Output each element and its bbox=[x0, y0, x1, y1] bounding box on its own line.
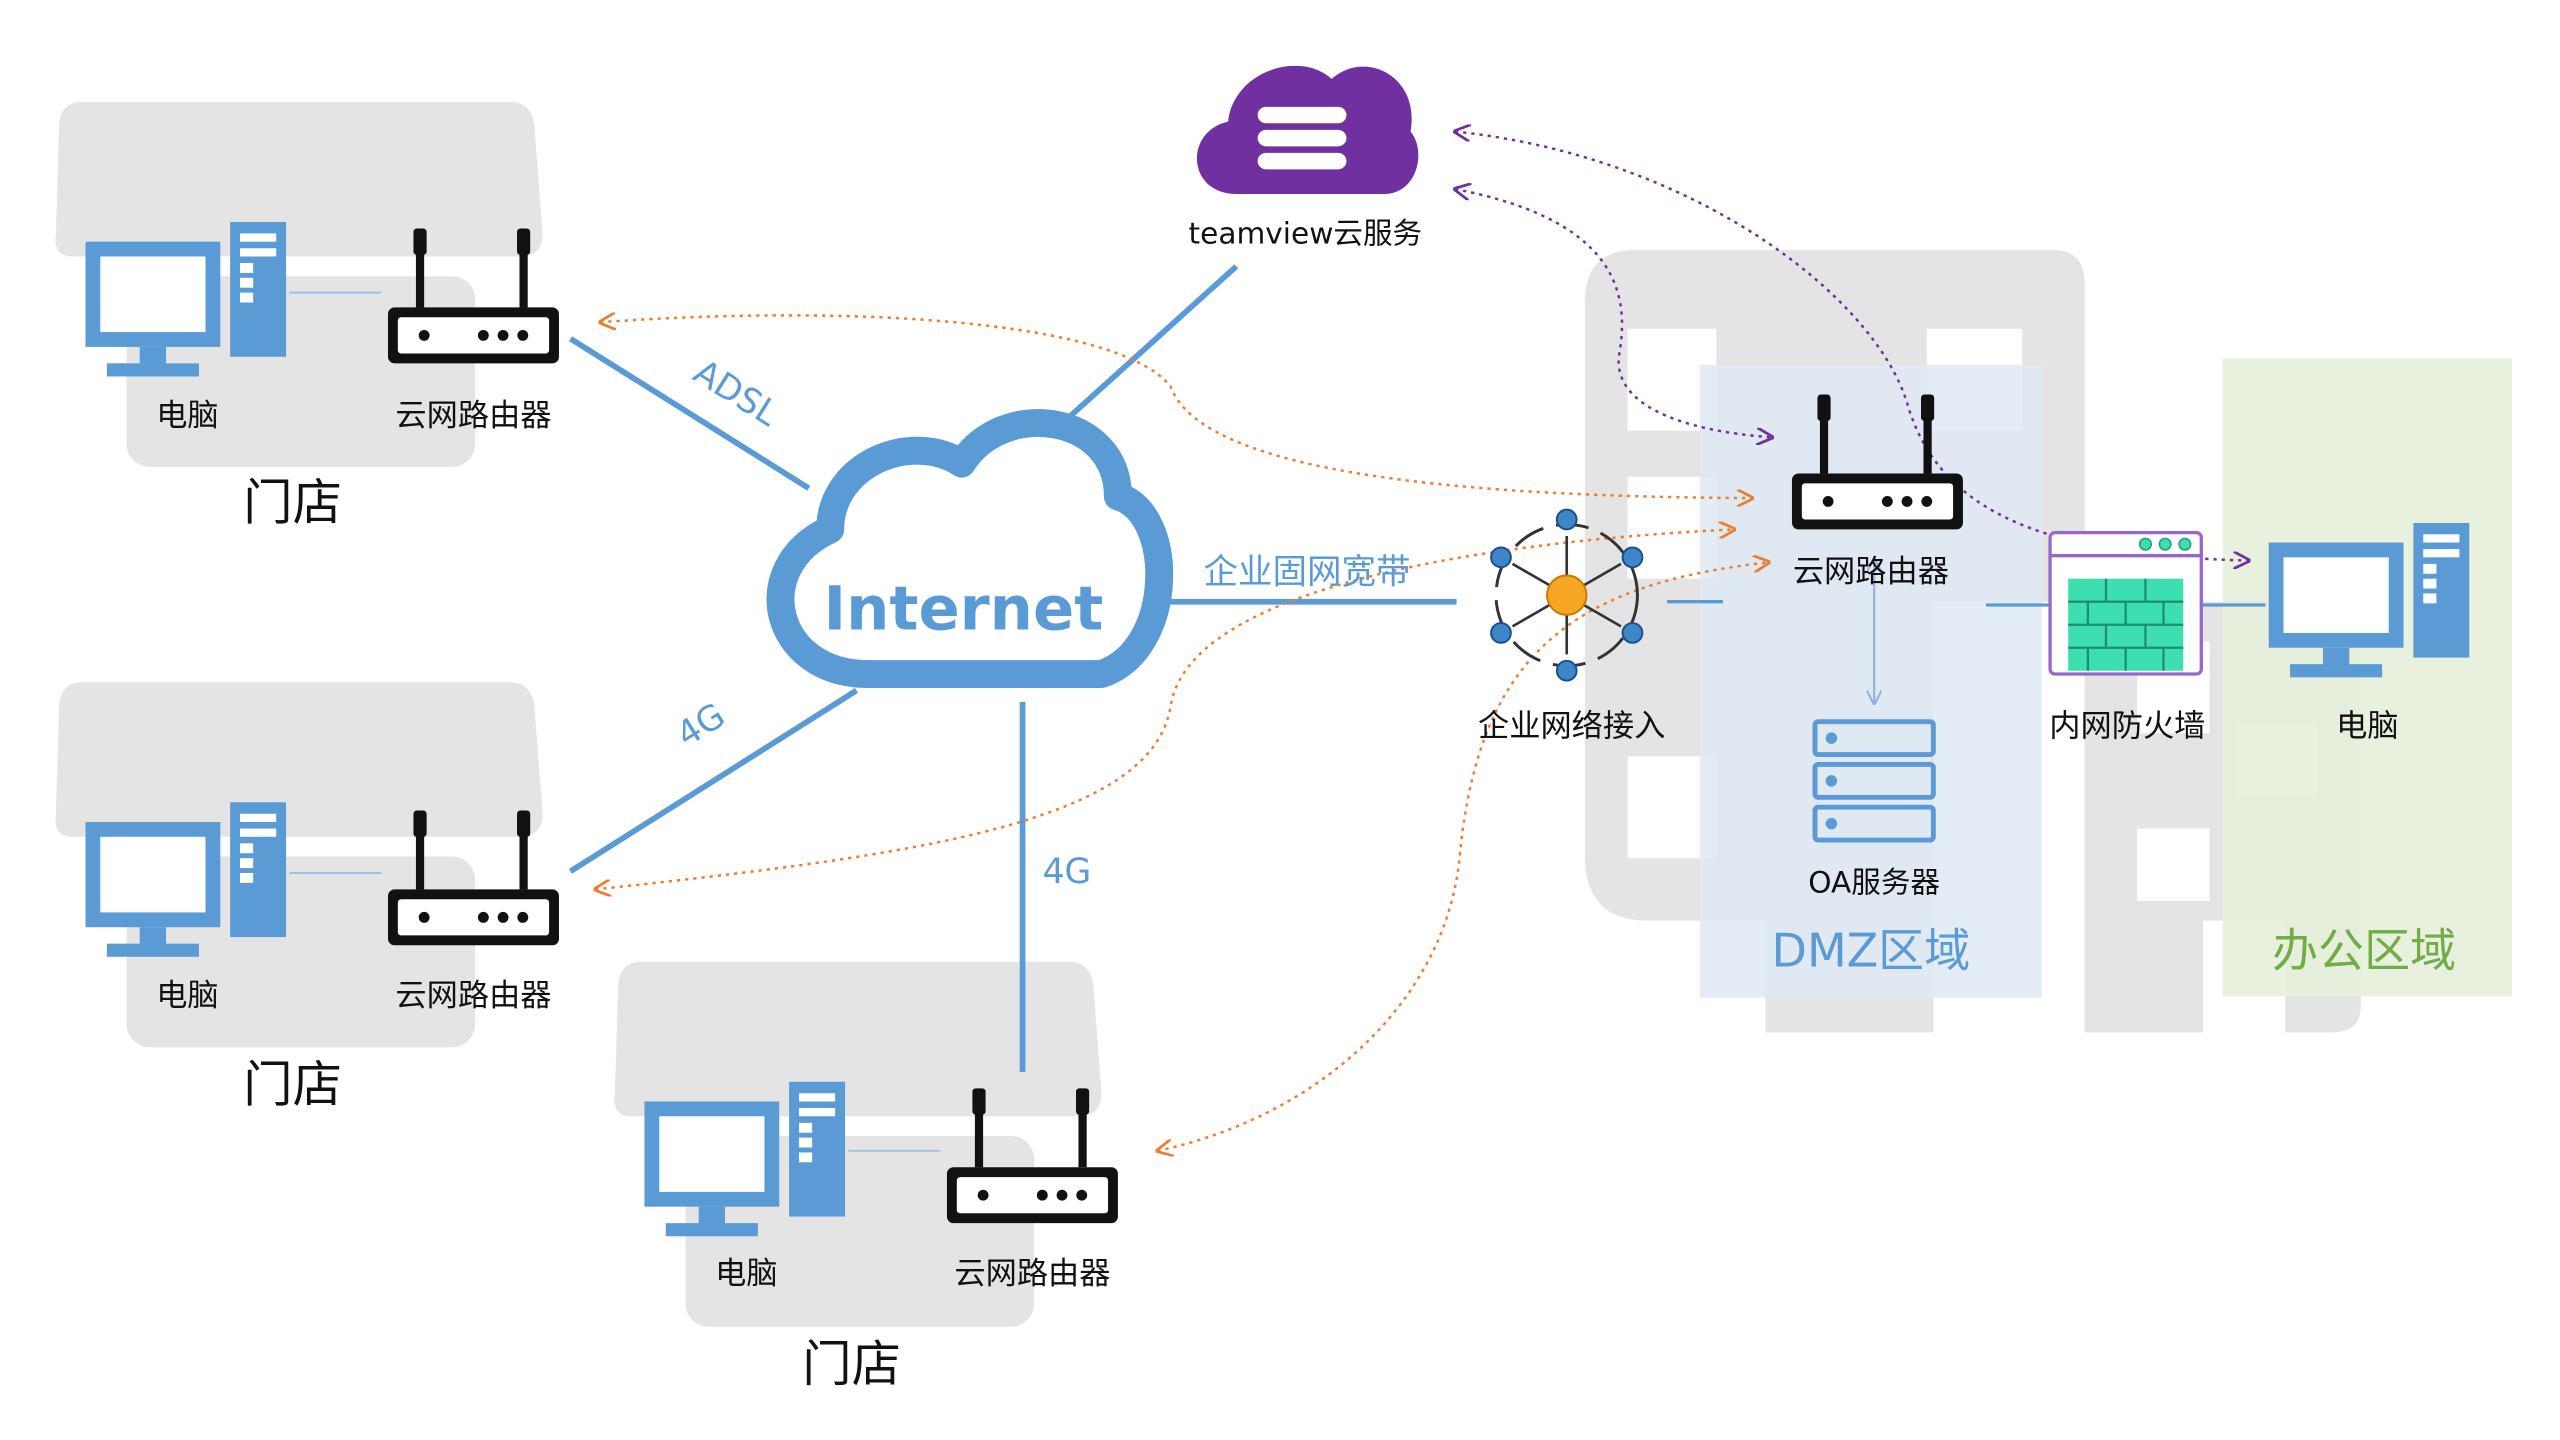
network-hub-icon bbox=[1490, 508, 1644, 682]
oa-server-label: OA服务器 bbox=[1808, 866, 1940, 900]
firewall-icon bbox=[2048, 531, 2203, 676]
store-1: 电脑 云网路由器 门店 bbox=[85, 221, 559, 532]
4g-left-label: 4G bbox=[670, 696, 733, 756]
server-icon bbox=[1812, 719, 1936, 843]
server-icon bbox=[1257, 106, 1347, 170]
lan-links bbox=[289, 291, 941, 1152]
teamview-service: teamview云服务 bbox=[1189, 65, 1423, 250]
store-pc-label: 电脑 bbox=[156, 978, 218, 1014]
store-router-label: 云网路由器 bbox=[395, 398, 551, 434]
store-name: 门店 bbox=[243, 1055, 342, 1113]
dmz-zone-label: DMZ区域 bbox=[1772, 924, 1971, 978]
internet-cloud: Internet bbox=[766, 409, 1174, 689]
store-name: 门店 bbox=[802, 1335, 901, 1393]
access-label: 企业网络接入 bbox=[1478, 709, 1665, 745]
dmz-zone bbox=[1699, 364, 2042, 998]
store-name: 门店 bbox=[243, 474, 342, 532]
store-pc-label: 电脑 bbox=[156, 398, 218, 434]
enterprise-line-label: 企业固网宽带 bbox=[1203, 553, 1410, 593]
store-pc-label: 电脑 bbox=[715, 1256, 777, 1292]
hq-router-label: 云网路由器 bbox=[1793, 554, 1949, 590]
office-zone bbox=[2222, 358, 2513, 997]
office-zone-label: 办公区域 bbox=[2272, 924, 2456, 978]
store-router-label: 云网路由器 bbox=[395, 978, 551, 1014]
remote-support-links bbox=[1455, 132, 2249, 561]
teamview-label: teamview云服务 bbox=[1189, 216, 1423, 250]
store-2: 电脑 云网路由器 门店 bbox=[85, 802, 559, 1113]
4g-bottom-label: 4G bbox=[1043, 852, 1092, 892]
cloud-icon bbox=[766, 409, 1174, 689]
office-pc-label: 电脑 bbox=[2336, 709, 2398, 745]
store-3: 电脑 云网路由器 门店 bbox=[644, 1081, 1118, 1393]
firewall-label: 内网防火墙 bbox=[2049, 709, 2205, 745]
internet-label: Internet bbox=[823, 575, 1103, 645]
store-router-label: 云网路由器 bbox=[954, 1256, 1110, 1292]
